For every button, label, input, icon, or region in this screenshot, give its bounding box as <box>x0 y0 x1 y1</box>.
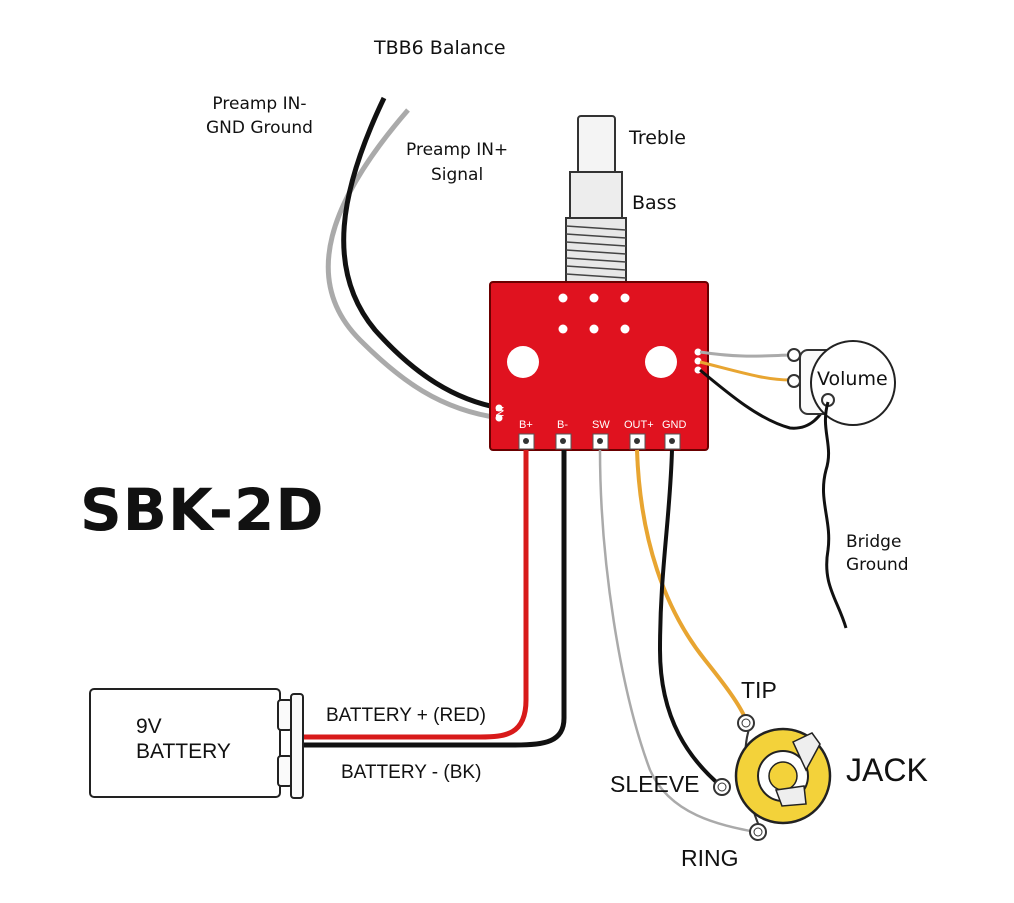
sleeve-wire <box>657 449 724 789</box>
board-pin-b-plus-label: B+ <box>519 419 533 431</box>
volume-wire-black <box>699 368 830 430</box>
sleeve-label: SLEEVE <box>610 771 700 797</box>
board-pads <box>495 293 702 422</box>
ring-label: RING <box>681 845 739 871</box>
volume-pot <box>787 340 896 426</box>
battery-minus-wire <box>294 450 567 748</box>
battery-line-1: 9V <box>136 715 162 738</box>
jack-label: JACK <box>846 752 928 788</box>
preamp-in-minus-wire <box>341 96 501 411</box>
preamp-board <box>489 281 709 451</box>
battery-label: 9V BATTERY <box>136 714 231 764</box>
battery-plus-wire <box>294 450 529 740</box>
bridge-ground-wire <box>822 401 848 629</box>
board-pin-out-plus-label: OUT+ <box>624 419 654 431</box>
board-pin-in-label: IN <box>493 406 505 417</box>
tip-label: TIP <box>741 677 777 703</box>
diagram-title: TBB6 Balance <box>374 37 506 59</box>
battery-line-2: BATTERY <box>136 740 231 764</box>
tip-wire <box>635 449 748 721</box>
board-mount-hole-left <box>507 346 539 378</box>
preamp-in-minus-line-2: GND Ground <box>206 118 313 139</box>
bridge-ground-line-2: Ground <box>846 555 909 576</box>
ring-wire <box>598 449 756 834</box>
battery-plus-label: BATTERY + (RED) <box>326 705 486 726</box>
volume-wire-orange <box>699 360 791 382</box>
preamp-in-minus-label: Preamp IN- GND Ground <box>206 94 313 139</box>
preamp-in-plus-line-2: Signal <box>430 165 484 186</box>
volume-wire-gray <box>699 350 791 358</box>
volume-label: Volume <box>817 368 888 390</box>
pot-shaft <box>565 115 627 283</box>
preamp-in-plus-line-1: Preamp IN+ <box>406 140 509 160</box>
bass-label: Bass <box>632 192 677 214</box>
treble-label: Treble <box>629 127 686 149</box>
battery-minus-label: BATTERY - (BK) <box>341 762 482 783</box>
preamp-in-plus-wire <box>325 108 501 421</box>
model-label: SBK-2D <box>80 476 325 544</box>
preamp-in-minus-line-1: Preamp IN- <box>212 94 307 114</box>
board-pin-sw-label: SW <box>592 419 610 431</box>
board-pin-b-minus-label: B- <box>557 419 568 431</box>
output-jack <box>713 714 832 841</box>
battery <box>89 688 304 799</box>
board-pin-gnd-label: GND <box>662 419 687 431</box>
bridge-ground-label: Bridge Ground <box>846 532 909 576</box>
board-mount-hole-right <box>645 346 677 378</box>
bridge-ground-line-1: Bridge <box>846 532 902 552</box>
preamp-in-plus-label: Preamp IN+ Signal <box>406 140 508 186</box>
